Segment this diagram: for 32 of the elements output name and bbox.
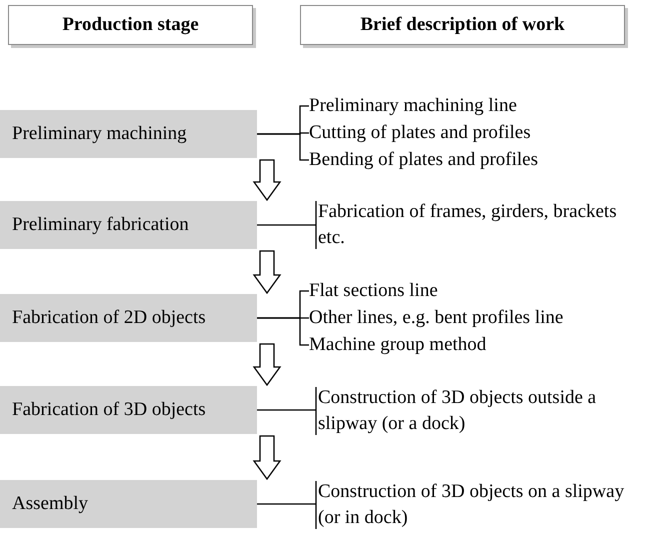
- stage-label: Fabrication of 2D objects: [12, 306, 206, 330]
- stage-label: Preliminary machining: [12, 122, 187, 146]
- work-description: Construction of 3D objects on a slipway (or in dock): [318, 480, 626, 530]
- bracket-connector: [257, 317, 309, 346]
- stage-box: [0, 110, 257, 158]
- work-description: Flat sections line: [309, 279, 438, 303]
- work-description: Machine group method: [309, 333, 486, 357]
- bracket-connector: [257, 409, 316, 411]
- column-header: Production stage: [62, 12, 199, 37]
- header-box: [8, 5, 253, 45]
- stage-box: [0, 201, 257, 249]
- stage-box: [0, 480, 257, 528]
- header-box: [300, 5, 625, 45]
- stage-box: [0, 294, 257, 342]
- work-description: Cutting of plates and profiles: [309, 121, 531, 145]
- stage-label: Assembly: [12, 492, 88, 516]
- bracket-connector: [257, 503, 316, 505]
- bracket-connector: [257, 224, 316, 226]
- column-header: Brief description of work: [360, 12, 565, 37]
- work-description: Fabrication of frames, girders, brackets etc.: [318, 200, 618, 250]
- block-arrow: [252, 343, 282, 386]
- bracket-connector: [257, 133, 309, 161]
- stage-label: Preliminary fabrication: [12, 212, 189, 237]
- work-description: Preliminary machining line: [309, 94, 517, 118]
- block-arrow: [252, 435, 282, 480]
- block-arrow: [252, 250, 282, 294]
- stage-label: Fabrication of 3D objects: [12, 398, 206, 422]
- work-description: Other lines, e.g. bent profiles line: [309, 306, 564, 330]
- stage-box: [0, 386, 257, 434]
- work-description: Bending of plates and profiles: [309, 148, 538, 172]
- block-arrow: [252, 159, 282, 202]
- work-description: Construction of 3D objects outside a slipway (or a dock): [318, 386, 598, 436]
